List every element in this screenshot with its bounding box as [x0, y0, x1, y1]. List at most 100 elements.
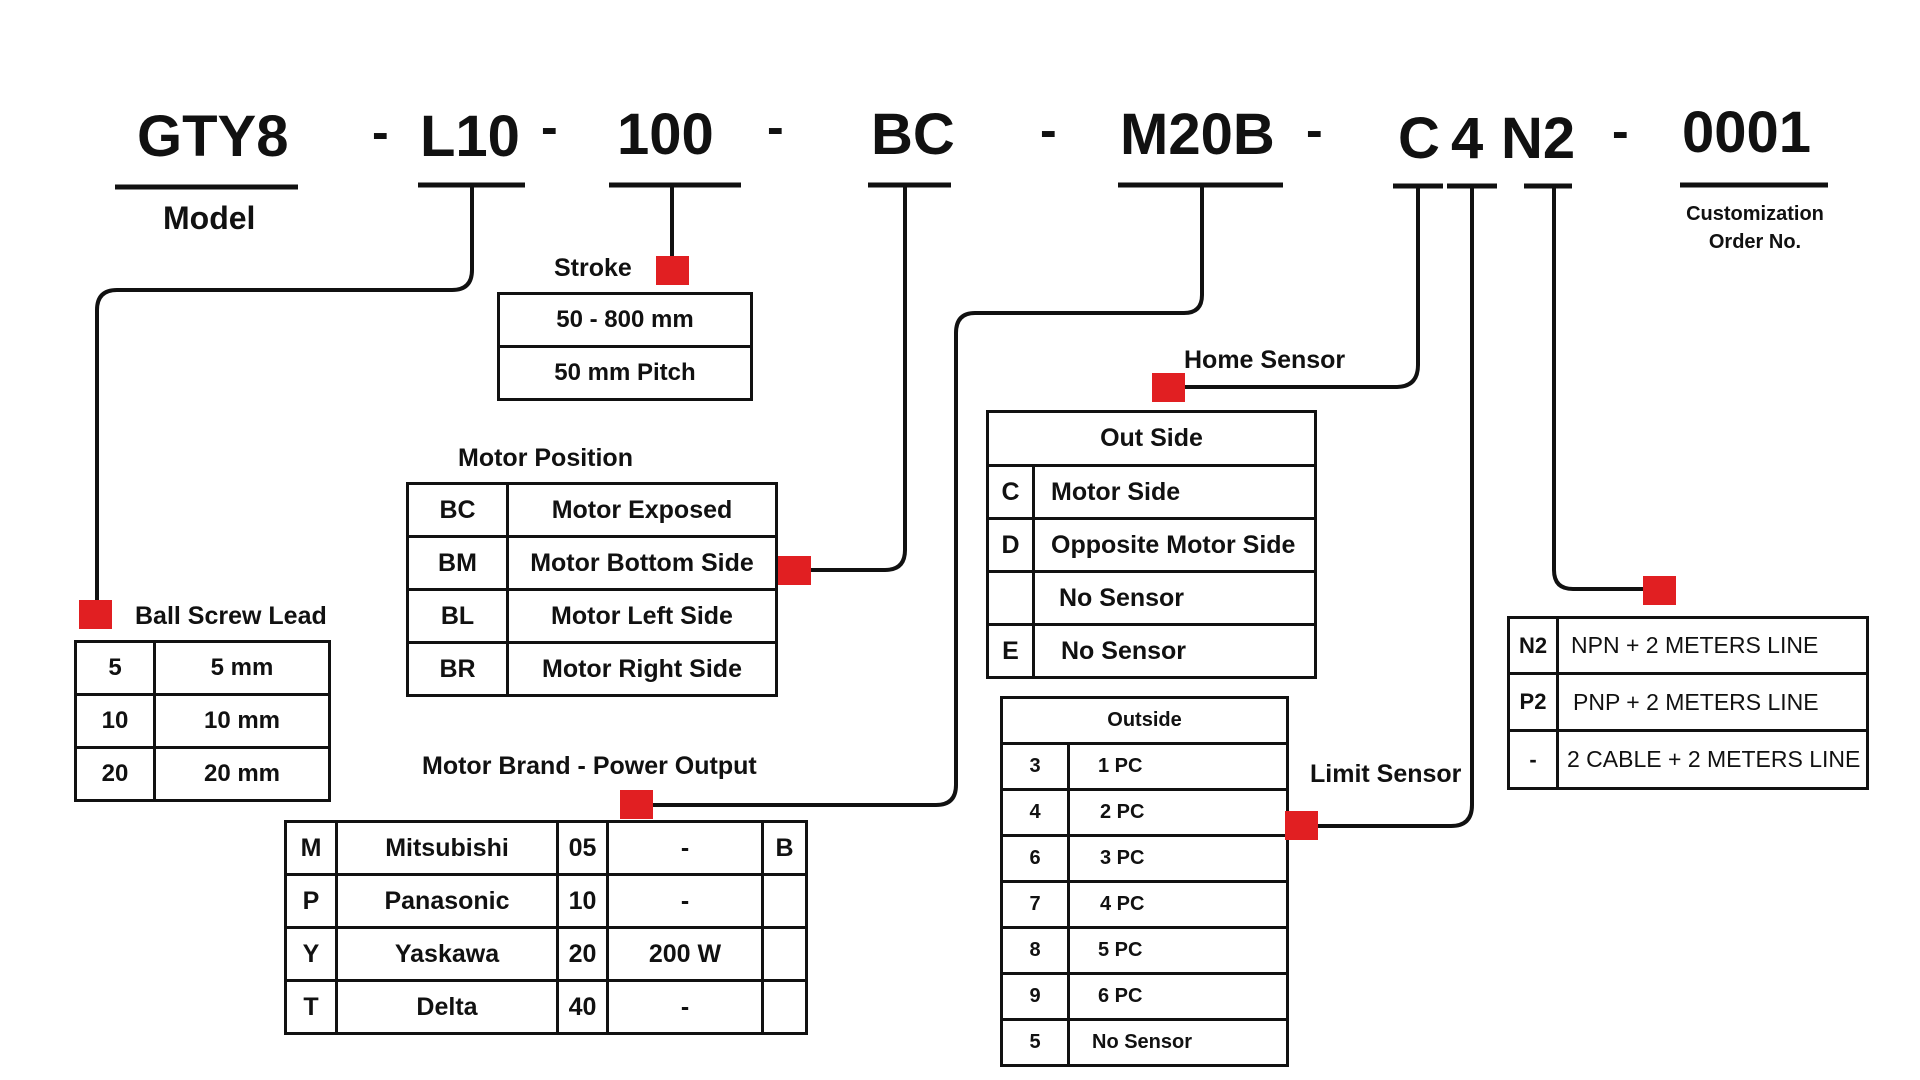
brand-name: Yaskawa — [335, 926, 559, 982]
cable-value: PNP + 2 METERS LINE — [1556, 672, 1869, 732]
wire-limit — [1316, 188, 1474, 828]
wire-position — [809, 187, 907, 572]
code-order: 0001 — [1682, 100, 1812, 165]
position-code: BR — [406, 641, 509, 697]
order-label-line2: Order No. — [1708, 231, 1802, 253]
code-position: BC — [871, 102, 955, 167]
home-code: C — [986, 464, 1035, 520]
table-row: P Panasonic 10 - — [284, 873, 808, 929]
limit-value: 5 PC — [1067, 926, 1289, 975]
position-value: Motor Bottom Side — [506, 535, 778, 591]
lead-code: 10 — [74, 693, 156, 749]
position-value: Motor Left Side — [506, 588, 778, 644]
marker-lead — [79, 600, 112, 629]
limit-value: 6 PC — [1067, 972, 1289, 1021]
separator: - — [1612, 103, 1629, 159]
home-sensor-header: Out Side — [986, 410, 1317, 467]
limit-value: 3 PC — [1067, 834, 1289, 883]
limit-code: 6 — [1000, 834, 1070, 883]
separator: - — [541, 99, 558, 155]
power-value: - — [606, 820, 764, 876]
separator: - — [767, 99, 784, 155]
home-value: Opposite Motor Side — [1032, 517, 1317, 573]
wire-motor — [624, 187, 1204, 807]
lead-code: 20 — [74, 746, 156, 802]
table-row: M Mitsubishi 05 - B — [284, 820, 808, 876]
brand-name: Mitsubishi — [335, 820, 559, 876]
brand-code: Y — [284, 926, 338, 982]
limit-code: 9 — [1000, 972, 1070, 1021]
brake-code — [761, 873, 808, 929]
position-value: Motor Right Side — [506, 641, 778, 697]
limit-value: No Sensor — [1067, 1018, 1289, 1067]
brand-code: T — [284, 979, 338, 1035]
home-code — [986, 570, 1035, 626]
home-value: No Sensor — [1032, 570, 1317, 626]
wire-lead — [95, 187, 474, 600]
brake-code: B — [761, 820, 808, 876]
limit-sensor-header: Outside — [1000, 696, 1289, 745]
limit-code: 5 — [1000, 1018, 1070, 1067]
stroke-table: 50 - 800 mm 50 mm Pitch — [497, 292, 753, 401]
stroke-title: Stroke — [554, 254, 632, 282]
home-code: D — [986, 517, 1035, 573]
power-value: - — [606, 873, 764, 929]
limit-value: 4 PC — [1067, 880, 1289, 929]
position-code: BM — [406, 535, 509, 591]
order-label-line1: Customization — [1686, 203, 1824, 225]
brake-code — [761, 926, 808, 982]
table-row: -2 CABLE + 2 METERS LINE — [1507, 729, 1869, 790]
position-title: Motor Position — [458, 444, 633, 472]
brand-code: P — [284, 873, 338, 929]
stroke-range: 50 - 800 mm — [497, 292, 753, 348]
home-sensor-title: Home Sensor — [1184, 346, 1346, 374]
motor-brand-table: M Mitsubishi 05 - B P Panasonic 10 - Y Y… — [284, 820, 808, 1035]
table-row: T Delta 40 - — [284, 979, 808, 1035]
brake-code — [761, 979, 808, 1035]
limit-sensor-title: Limit Sensor — [1310, 760, 1462, 788]
table-row: No Sensor — [986, 570, 1317, 626]
stroke-pitch: 50 mm Pitch — [497, 345, 753, 401]
code-stroke: 100 — [617, 102, 714, 167]
marker-motor — [620, 790, 653, 819]
code-model: GTY8 — [137, 104, 289, 169]
limit-code: 3 — [1000, 742, 1070, 791]
cable-code: N2 — [1507, 616, 1559, 675]
separator: - — [372, 104, 389, 160]
power-code: 05 — [556, 820, 609, 876]
marker-position — [778, 556, 811, 585]
brand-name: Panasonic — [335, 873, 559, 929]
cable-value: 2 CABLE + 2 METERS LINE — [1556, 729, 1869, 790]
lead-code: 5 — [74, 640, 156, 696]
brand-name: Delta — [335, 979, 559, 1035]
code-limit: 4 — [1451, 106, 1484, 171]
power-code: 40 — [556, 979, 609, 1035]
cable-value: NPN + 2 METERS LINE — [1556, 616, 1869, 675]
order-label: Customization Order No. — [1660, 200, 1850, 256]
marker-home — [1152, 373, 1185, 402]
home-code: E — [986, 623, 1035, 679]
marker-stroke — [656, 256, 689, 285]
code-motor: M20B — [1120, 102, 1275, 167]
lead-value: 20 mm — [153, 746, 331, 802]
